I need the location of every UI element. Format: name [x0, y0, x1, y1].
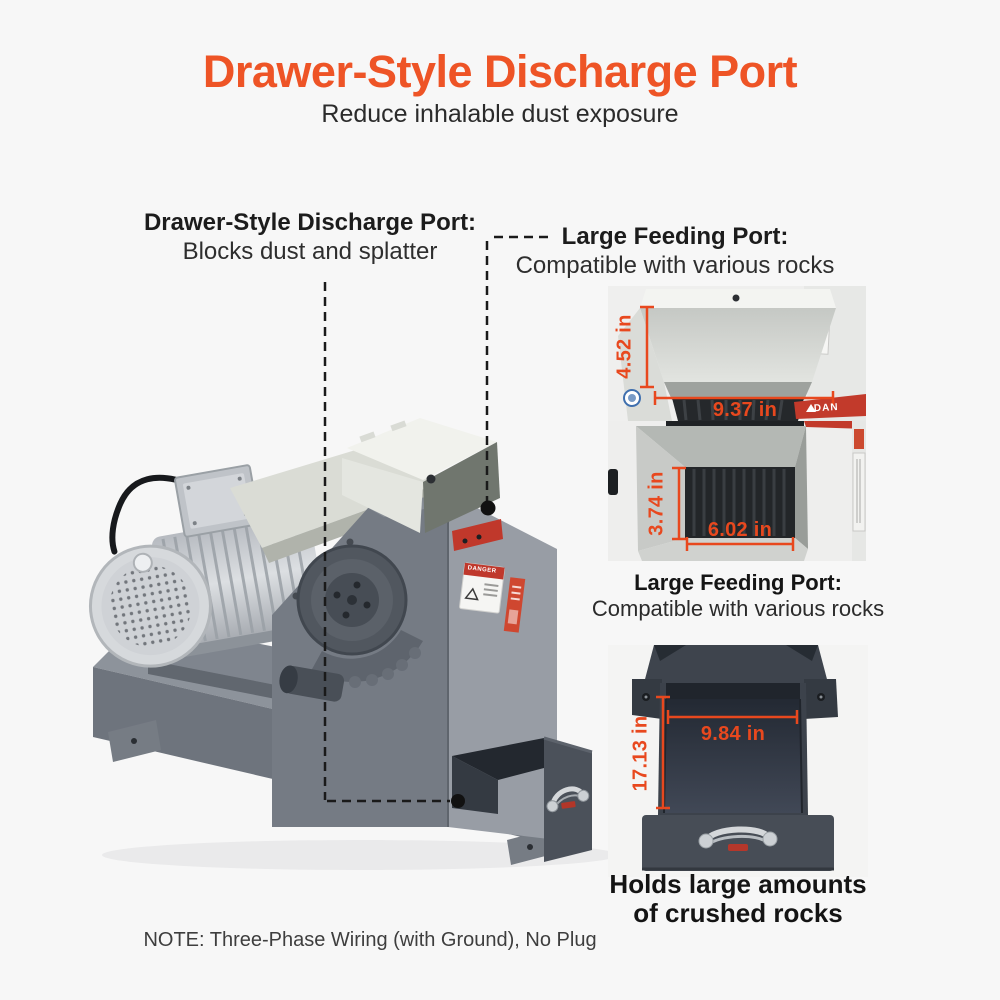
discharge-drawer [452, 736, 593, 862]
danger-strip-text: DAN [813, 401, 839, 415]
drawer-box [658, 683, 808, 815]
dimension-lines-open [640, 305, 835, 405]
hopper-knob [426, 474, 436, 484]
danger-sticker [459, 562, 505, 614]
caption-drawer-line2: of crushed rocks [633, 898, 843, 928]
caption-feeding-desc: Compatible with various rocks [591, 596, 885, 621]
callout-feeding-port: Large Feeding Port: Compatible with vari… [495, 222, 855, 280]
feed-opening [685, 467, 795, 538]
caption-drawer-line1: Holds large amounts [609, 869, 867, 899]
inset-drawer-photo [608, 645, 868, 877]
page-title: Drawer-Style Discharge Port [202, 46, 798, 97]
dim-hopper-open-height: 4.52 in [613, 314, 636, 379]
flywheel [296, 544, 408, 656]
handle-logo [561, 801, 576, 809]
inset-feeding-open-photo [608, 286, 866, 421]
callout-discharge-desc: Blocks dust and splatter [182, 238, 438, 265]
dim-port-height: 3.74 in [645, 471, 668, 536]
caption-feeding-port: Large Feeding Port: Compatible with vari… [556, 570, 920, 622]
danger-strip [794, 394, 866, 419]
hopper-back-wall [664, 382, 812, 400]
caption-feeding-title: Large Feeding Port: [634, 570, 842, 595]
dim-port-width: 6.02 in [707, 519, 773, 541]
dim-drawer-depth: 17.13 in [629, 715, 652, 792]
dim-drawer-width: 9.84 in [700, 723, 766, 745]
machine-shadow [102, 840, 618, 870]
drawer-handle [698, 826, 778, 851]
blue-sticker [623, 389, 641, 407]
footer-note: NOTE: Three-Phase Wiring (with Ground), … [143, 929, 597, 951]
drawer-housing [632, 645, 838, 719]
inset-feeding-port-photo [608, 421, 866, 561]
drawer-front-panel [642, 815, 834, 871]
rock-crusher-machine-photo [88, 418, 618, 870]
dimension-lines-port [672, 466, 795, 551]
fan-cover [88, 544, 212, 668]
callout-feeding-title: Large Feeding Port: [561, 223, 789, 250]
callout-feeding-desc: Compatible with various rocks [515, 252, 835, 279]
power-cable [109, 474, 196, 555]
handle-logo [728, 844, 748, 851]
side-knob [608, 469, 618, 495]
dim-hopper-open-width: 9.37 in [712, 399, 778, 421]
page-subtitle: Reduce inhalable dust exposure [321, 100, 679, 128]
danger-strip-bottom [804, 421, 866, 429]
crusher-slit [672, 398, 804, 421]
warning-sticker-vertical [503, 577, 526, 633]
drawer-handle [546, 786, 590, 813]
callout-discharge-title: Drawer-Style Discharge Port: [143, 209, 477, 236]
caption-drawer: Holds large amounts of crushed rocks [556, 870, 920, 928]
side-label [852, 452, 866, 532]
open-lid [640, 289, 836, 382]
callout-discharge-port: Drawer-Style Discharge Port: Blocks dust… [110, 208, 510, 266]
dimension-lines-drawer [656, 695, 799, 810]
